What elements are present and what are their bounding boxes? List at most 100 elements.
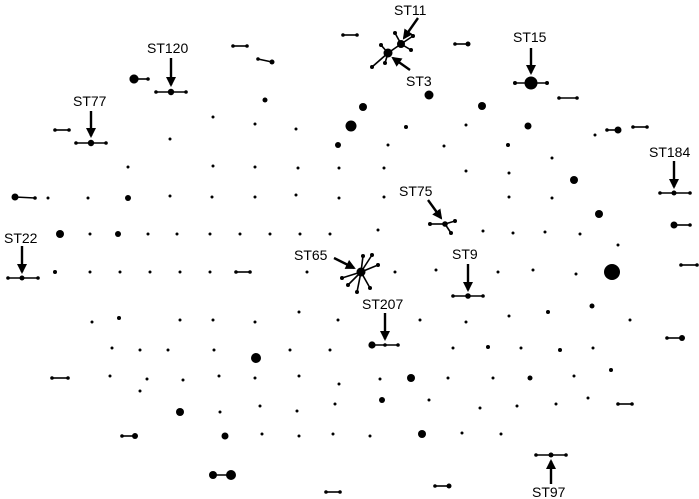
- node-st15: [524, 76, 538, 90]
- node: [630, 402, 634, 406]
- node: [297, 310, 301, 314]
- node: [253, 195, 257, 199]
- node: [382, 166, 386, 170]
- node: [211, 164, 215, 168]
- node: [217, 374, 221, 378]
- node: [331, 432, 335, 436]
- node: [253, 376, 257, 380]
- node: [208, 270, 212, 274]
- node: [531, 268, 535, 272]
- node: [181, 378, 185, 382]
- node: [574, 272, 578, 276]
- node: [296, 166, 300, 170]
- node: [376, 228, 380, 232]
- node: [126, 165, 130, 169]
- node: [178, 318, 182, 322]
- node: [288, 348, 292, 352]
- node-st207: [368, 341, 376, 349]
- label-st11: ST11: [394, 2, 427, 18]
- node: [335, 142, 341, 148]
- node: [507, 314, 511, 318]
- node: [491, 376, 495, 380]
- node: [499, 432, 503, 436]
- node: [251, 353, 261, 363]
- node: [138, 389, 142, 393]
- node: [11, 193, 19, 201]
- node: [451, 346, 455, 350]
- node: [56, 230, 64, 238]
- node: [378, 377, 382, 381]
- node: [614, 126, 622, 134]
- node: [546, 310, 550, 314]
- cluster-st15: [513, 76, 549, 90]
- node-st184: [671, 190, 677, 196]
- node: [379, 397, 385, 403]
- node: [341, 33, 345, 37]
- node: [589, 303, 595, 309]
- node: [269, 59, 275, 65]
- node: [550, 156, 554, 160]
- node: [543, 230, 547, 234]
- node: [446, 483, 452, 489]
- node: [120, 434, 124, 438]
- node: [118, 270, 122, 274]
- cluster-st120: [154, 88, 188, 96]
- node: [253, 320, 257, 324]
- node: [616, 243, 620, 247]
- node: [359, 103, 367, 111]
- node: [393, 270, 397, 274]
- node: [595, 210, 603, 218]
- node: [464, 123, 468, 127]
- node: [129, 74, 139, 84]
- node: [253, 122, 257, 126]
- node: [481, 229, 485, 233]
- node: [209, 471, 217, 479]
- node: [591, 346, 595, 350]
- node: [262, 97, 268, 103]
- node: [382, 195, 386, 199]
- node: [66, 376, 70, 380]
- node: [333, 402, 337, 406]
- node: [496, 270, 500, 274]
- node: [337, 196, 341, 200]
- node: [234, 270, 238, 274]
- node: [297, 374, 301, 378]
- cluster-st207: [368, 341, 400, 349]
- cluster-st77: [74, 139, 108, 147]
- node: [297, 434, 301, 438]
- node: [679, 335, 685, 341]
- label-st184: ST184: [649, 144, 690, 160]
- node-st75: [442, 221, 448, 227]
- node: [338, 490, 342, 494]
- node: [248, 270, 252, 274]
- node: [524, 122, 532, 130]
- node: [90, 320, 94, 324]
- node: [368, 434, 372, 438]
- cluster-st97: [534, 452, 568, 458]
- node: [345, 120, 357, 132]
- node: [427, 398, 431, 402]
- label-st77: ST77: [73, 93, 107, 109]
- node: [176, 408, 184, 416]
- node-st9: [465, 293, 471, 299]
- node: [506, 143, 510, 147]
- node: [604, 264, 620, 280]
- node: [324, 490, 328, 494]
- node: [298, 232, 302, 236]
- cluster-st184: [658, 190, 692, 196]
- node: [519, 346, 523, 350]
- label-st207: ST207: [362, 296, 403, 312]
- node: [446, 376, 450, 380]
- node: [507, 195, 511, 199]
- node: [575, 96, 579, 100]
- node: [515, 404, 519, 408]
- node: [53, 128, 57, 132]
- node: [148, 270, 152, 274]
- node-st3: [383, 48, 393, 58]
- node: [616, 402, 620, 406]
- node: [221, 432, 229, 440]
- callout-arrows: [16, 17, 680, 484]
- cluster-st75: [428, 219, 457, 235]
- node: [33, 196, 37, 200]
- node: [108, 374, 112, 378]
